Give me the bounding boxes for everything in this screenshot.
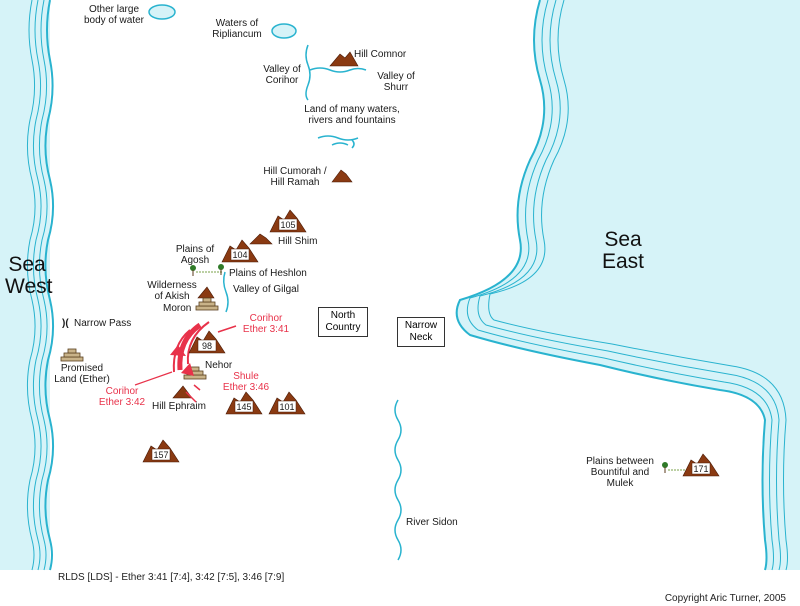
sea-west-label: Sea West bbox=[5, 253, 53, 298]
city-promised-land-icon bbox=[60, 348, 84, 362]
label-hill-comnor: Hill Comnor bbox=[354, 49, 407, 60]
label-moron: Moron bbox=[163, 303, 192, 314]
label-hill-shim: Hill Shim bbox=[278, 236, 318, 247]
label-other-water: Other large body of water bbox=[83, 4, 145, 26]
river-sidon bbox=[394, 399, 402, 561]
hill-number-label: 157 bbox=[153, 450, 168, 460]
plains-bountiful-marks bbox=[662, 462, 688, 473]
narrow-neck-box: Narrow Neck bbox=[397, 317, 445, 347]
label-plains-agosh: Plains of Agosh bbox=[175, 244, 215, 266]
label-plains-heshlon: Plains of Heshlon bbox=[229, 268, 307, 279]
river-corihor bbox=[305, 44, 311, 101]
hill-number-label: 145 bbox=[236, 402, 251, 412]
label-wilderness-akish: Wilderness of Akish bbox=[147, 280, 197, 302]
hill-number-label: 104 bbox=[232, 250, 247, 260]
numbered-hill-157: 157 bbox=[142, 439, 180, 463]
route-arrowheads bbox=[170, 345, 194, 376]
footer-copyright: Copyright Aric Turner, 2005 bbox=[664, 593, 786, 604]
hill-number-label: 105 bbox=[280, 220, 295, 230]
label-plains-bountiful: Plains between Bountiful and Mulek bbox=[586, 456, 654, 489]
hill-number-label: 98 bbox=[202, 341, 212, 351]
hill-shim-icon bbox=[249, 233, 273, 245]
label-river-sidon: River Sidon bbox=[406, 517, 458, 528]
other-water-lake bbox=[148, 4, 176, 20]
numbered-hills: 105 104 98 145 101 157 171 bbox=[142, 209, 720, 477]
numbered-hill-105: 105 bbox=[269, 209, 307, 233]
hill-comnor-icon bbox=[329, 51, 359, 67]
narrow-pass-icon: )( bbox=[62, 318, 69, 329]
plains-heshlon-marks bbox=[190, 264, 224, 276]
river-shurr bbox=[309, 67, 367, 73]
hill-number-label: 101 bbox=[279, 402, 294, 412]
label-valley-gilgal: Valley of Gilgal bbox=[233, 284, 299, 295]
sea-east bbox=[455, 0, 800, 571]
hill-number-label: 171 bbox=[693, 464, 708, 474]
sea-west bbox=[0, 0, 54, 571]
city-moron-icon bbox=[195, 297, 219, 311]
numbered-hill-104: 104 bbox=[221, 239, 259, 263]
hill-akish-icon bbox=[197, 286, 215, 299]
footer-reference: RLDS [LDS] - Ether 3:41 [7:4], 3:42 [7:5… bbox=[58, 572, 285, 583]
label-cumorah: Hill Cumorah / Hill Ramah bbox=[263, 166, 327, 188]
numbered-hill-98: 98 bbox=[188, 330, 226, 354]
sea-east-label: Sea East bbox=[601, 228, 645, 273]
hill-cumorah-icon bbox=[331, 169, 353, 183]
label-corihor-341: Corihor Ether 3:41 bbox=[242, 313, 290, 335]
label-valley-corihor: Valley of Corihor bbox=[263, 64, 301, 86]
numbered-hill-145: 145 bbox=[225, 391, 263, 415]
river-many-waters bbox=[317, 135, 359, 149]
label-ripliancum: Waters of Ripliancum bbox=[212, 18, 262, 40]
numbered-hill-101: 101 bbox=[268, 391, 306, 415]
label-narrow-pass: Narrow Pass bbox=[74, 318, 132, 329]
river-gilgal bbox=[222, 271, 229, 313]
label-valley-shurr: Valley of Shurr bbox=[377, 71, 415, 93]
numbered-hill-171: 171 bbox=[682, 453, 720, 477]
label-corihor-342: Corihor Ether 3:42 bbox=[98, 386, 146, 408]
ripliancum-lake bbox=[271, 23, 297, 39]
label-many-waters: Land of many waters, rivers and fountain… bbox=[304, 104, 400, 126]
hill-ephraim-icon bbox=[172, 385, 193, 399]
label-nehor: Nehor bbox=[205, 360, 233, 371]
label-promised-land: Promised Land (Ether) bbox=[54, 363, 110, 385]
label-hill-ephraim: Hill Ephraim bbox=[152, 401, 206, 412]
north-country-box: North Country bbox=[318, 307, 368, 337]
label-shule-346: Shule Ether 3:46 bbox=[222, 371, 270, 393]
